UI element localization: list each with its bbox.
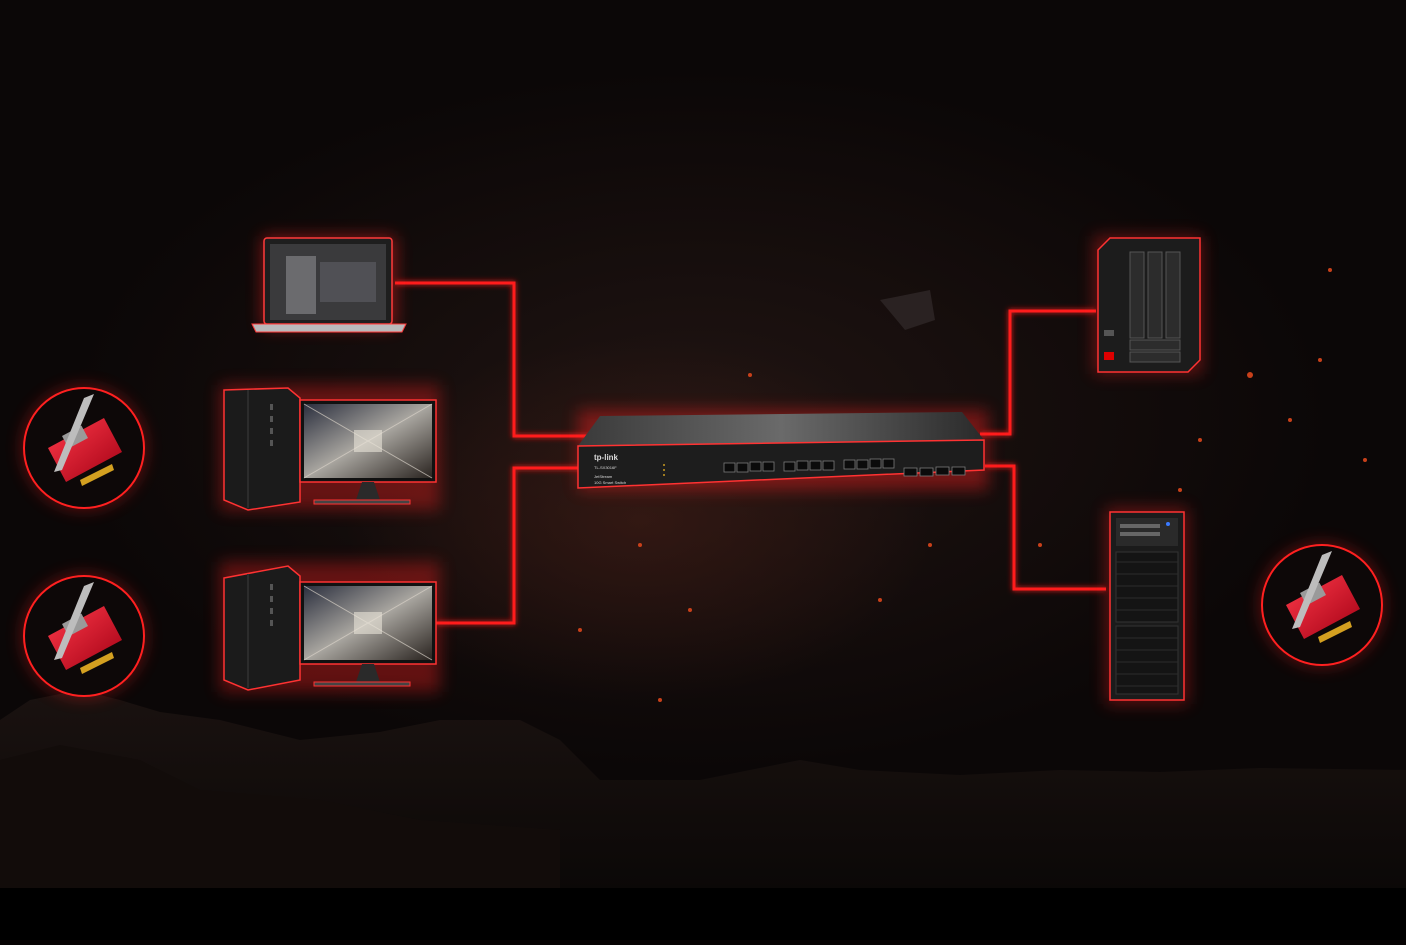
switch-model: TL-SX3016F bbox=[594, 465, 617, 470]
desktop-workstation-2 bbox=[220, 562, 440, 692]
network-switch: tp-link TL-SX3016F JetStream 10G Smart S… bbox=[577, 410, 988, 490]
ember-particles bbox=[578, 268, 1367, 702]
nas-icon bbox=[1094, 236, 1202, 374]
switch-ports bbox=[723, 458, 966, 477]
link-switch-server bbox=[985, 464, 1106, 591]
monitor-icon bbox=[299, 581, 437, 687]
floating-rock bbox=[880, 290, 935, 330]
connection-lines bbox=[146, 281, 1262, 638]
desktop-tower-icon bbox=[223, 387, 301, 511]
monitor-icon bbox=[299, 399, 437, 505]
desktop-workstation-1 bbox=[220, 385, 440, 511]
desktop-tower-icon bbox=[223, 565, 301, 691]
network-card-icon bbox=[22, 574, 146, 698]
switch-brand: tp-link bbox=[594, 453, 619, 462]
laptop-icon bbox=[251, 236, 407, 333]
link-switch-nas bbox=[980, 309, 1096, 436]
link-laptop-switch bbox=[395, 281, 590, 438]
rocky-terrain bbox=[0, 690, 1406, 940]
server-tower-icon bbox=[1106, 508, 1188, 704]
link-pc2-switch bbox=[436, 466, 590, 625]
network-card-icon bbox=[1260, 543, 1384, 667]
network-card-icon bbox=[22, 386, 146, 510]
switch-series: JetStream bbox=[594, 474, 613, 479]
switch-description: 10G Smart Switch bbox=[594, 480, 626, 485]
